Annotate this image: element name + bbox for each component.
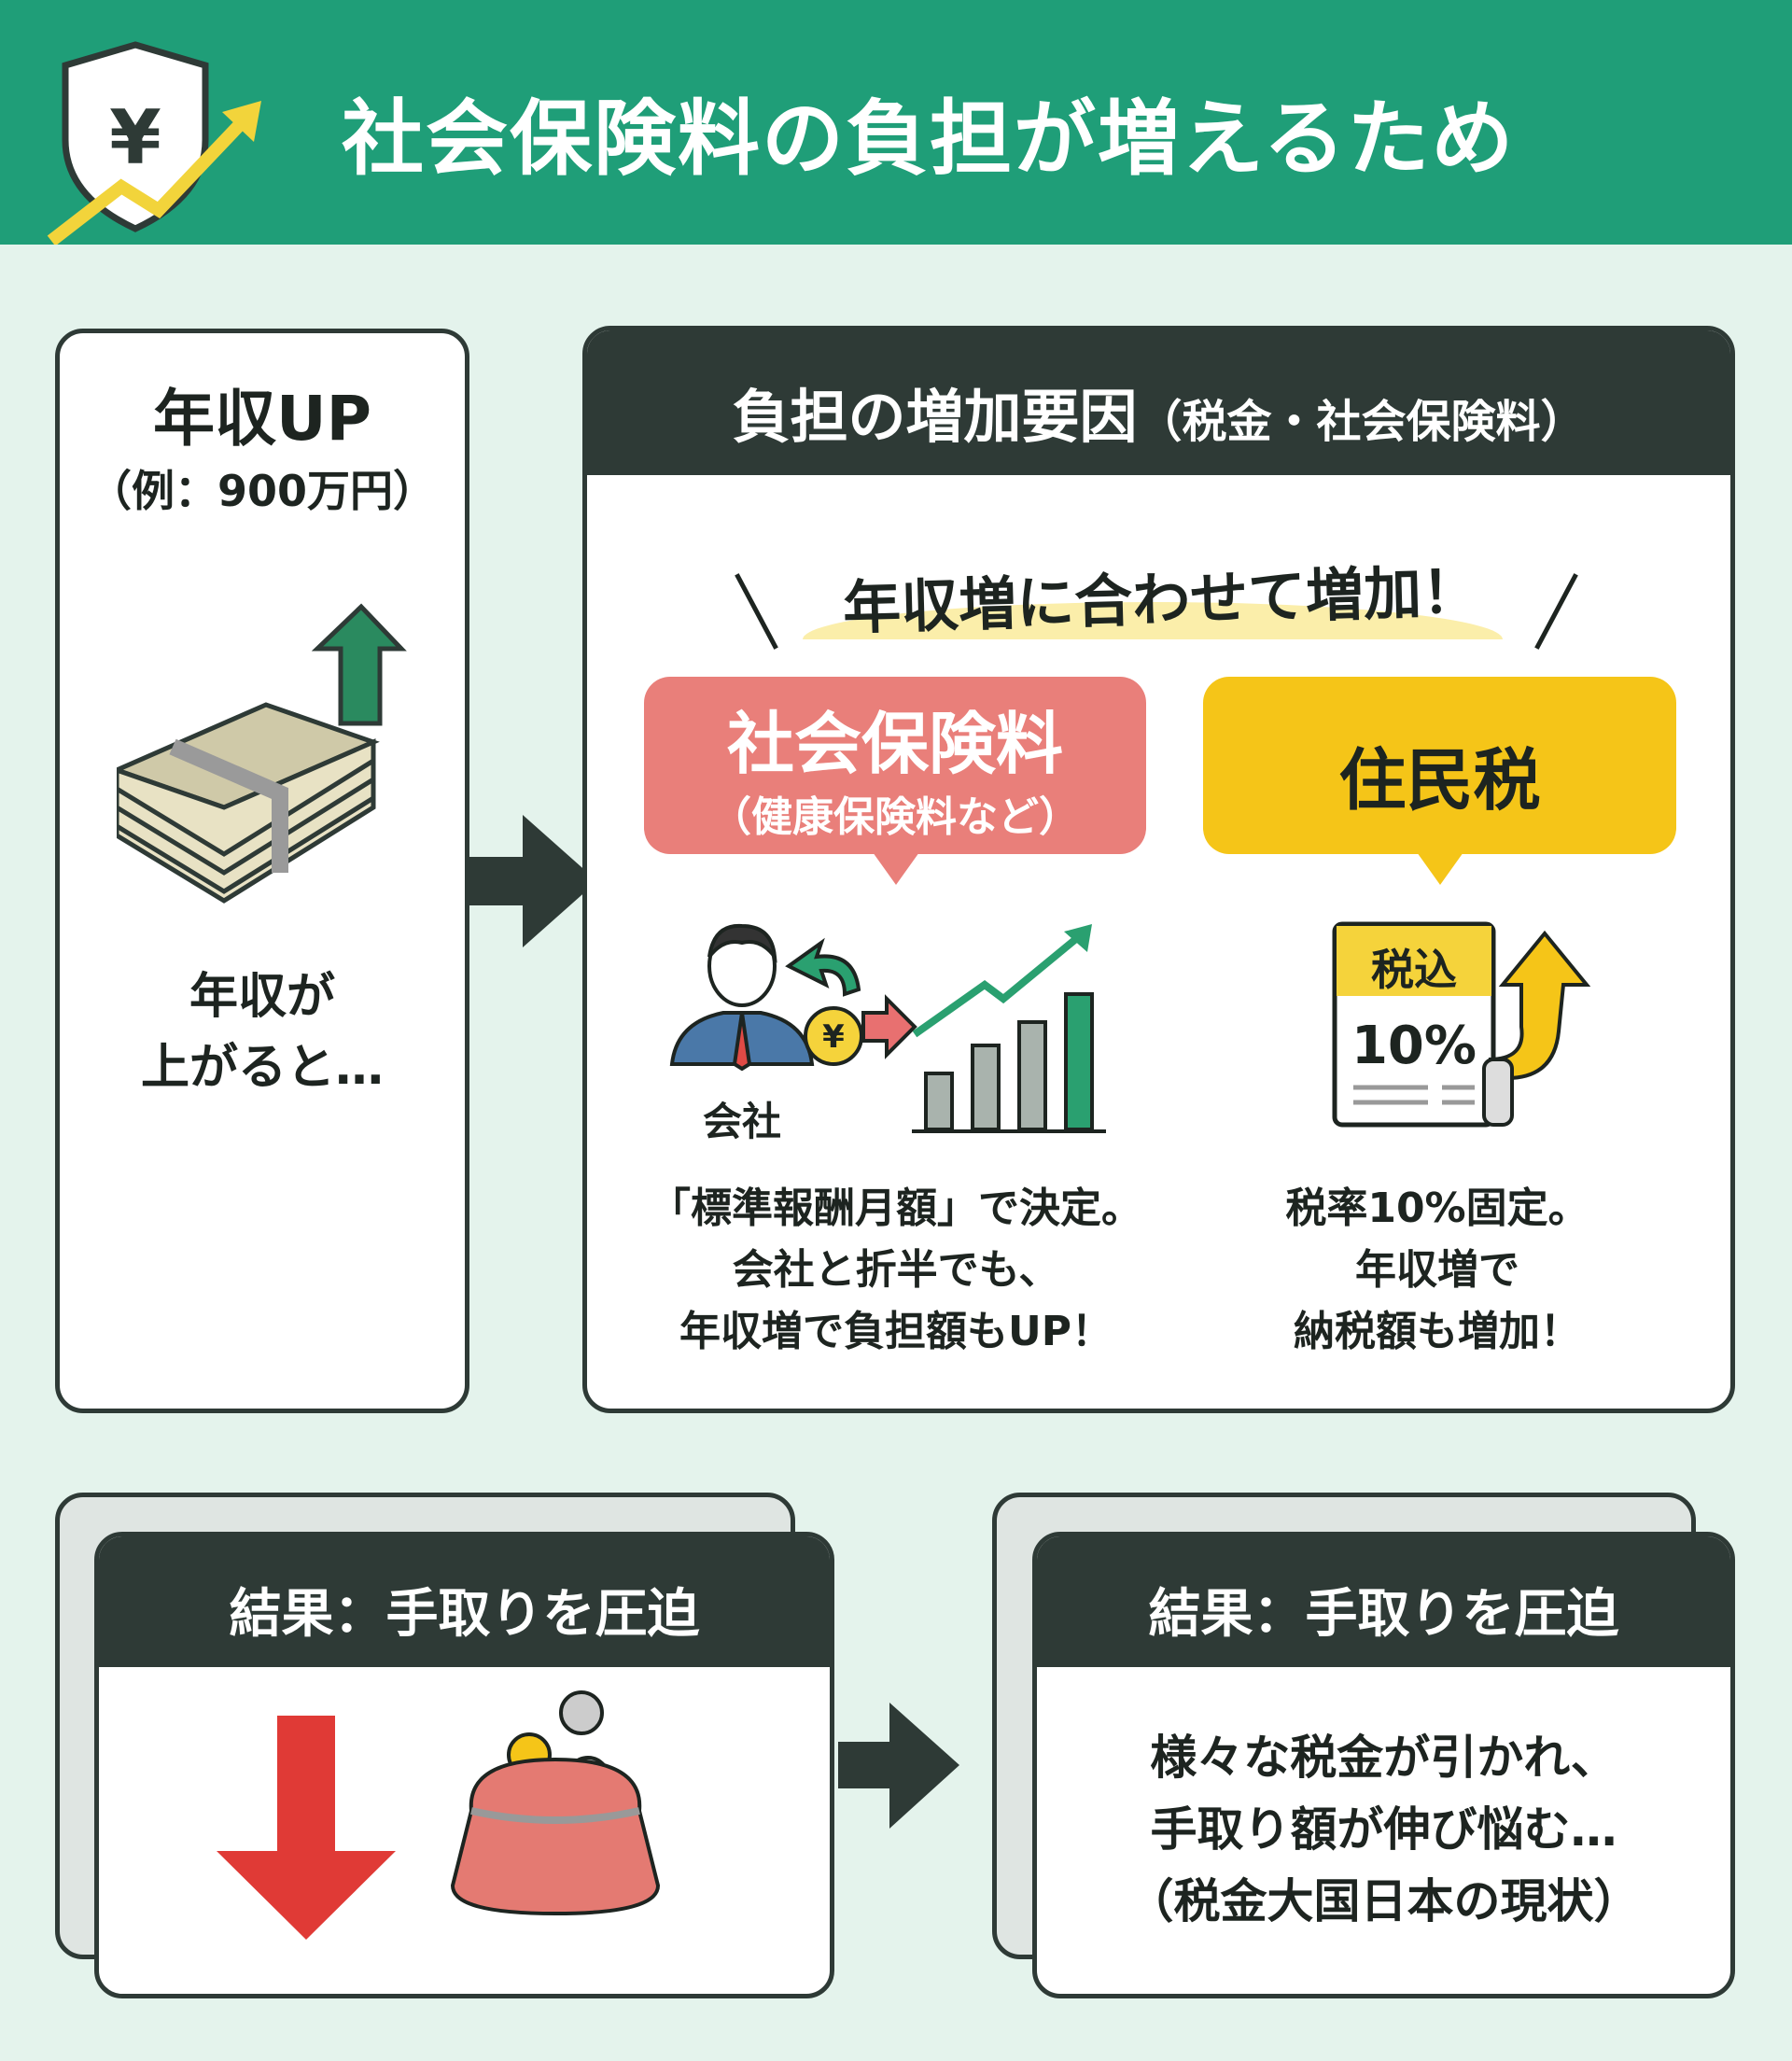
page-title: 社会保険料の負担が増えるため <box>342 91 1516 187</box>
factors-box: 負担の増加要因（税金・社会保険料） <box>582 326 1735 1413</box>
resident-line: 年収増で <box>1355 1246 1519 1294</box>
doc-header: 税込 <box>1371 945 1457 995</box>
resident-line: 税率10%固定。 <box>1285 1185 1589 1232</box>
company-share-chart-icon: ¥ <box>669 923 1106 1133</box>
social-insurance-bubble: 社会保険料 （健康保険料など） <box>644 677 1146 854</box>
tax-document-icon <box>1332 921 1591 1128</box>
resident-bubble-tail <box>1417 852 1463 885</box>
income-title: 年収UP <box>153 383 371 455</box>
income-caption: 年収が 上がると… <box>55 961 469 1103</box>
doc-rate: 10% <box>1351 1016 1477 1076</box>
money-stack-icon <box>117 603 407 904</box>
factors-header: 負担の増加要因（税金・社会保険料） <box>587 330 1730 475</box>
result-right-description: 様々な税金が引かれ、 手取り額が伸び悩む… （税金大国日本の現状） <box>1032 1722 1735 1938</box>
social-sub: （健康保険料など） <box>710 793 1080 841</box>
right-arrow-icon <box>467 815 597 947</box>
header-bar <box>0 0 1792 245</box>
down-arrow-icon <box>217 1716 396 1940</box>
factors-title-sub: （税金・社会保険料） <box>1137 396 1586 448</box>
social-line: 「標準報酬月額」で決定。 <box>650 1185 1142 1232</box>
factors-title: 負担の増加要因 <box>732 383 1138 451</box>
social-line: 年収増で負担額もUP！ <box>679 1308 1113 1355</box>
income-caption-line2: 上がると… <box>140 1040 384 1096</box>
resident-description: 税率10%固定。 年収増で 納税額も増加！ <box>1195 1178 1680 1363</box>
company-label: 会社 <box>702 1099 781 1144</box>
resident-label: 住民税 <box>1338 741 1541 820</box>
social-label: 社会保険料 <box>726 705 1063 783</box>
social-description: 「標準報酬月額」で決定。 会社と折半でも、 年収増で負担額もUP！ <box>597 1178 1195 1363</box>
social-line: 会社と折半でも、 <box>732 1246 1060 1294</box>
social-bubble-tail <box>873 852 919 885</box>
result-left-card: 結果：手取りを圧迫 <box>94 1532 834 1998</box>
result-right-title: 結果：手取りを圧迫 <box>1037 1536 1730 1667</box>
shield-yen-icon: ¥ <box>47 41 261 245</box>
income-caption-line1: 年収が <box>189 969 335 1025</box>
result-line: 手取り額が伸び悩む… <box>1150 1802 1617 1857</box>
right-arrow-icon-2 <box>838 1703 959 1829</box>
result-left-title: 結果：手取りを圧迫 <box>99 1536 830 1667</box>
resident-line: 納税額も増加！ <box>1294 1308 1581 1355</box>
result-right-card: 結果：手取りを圧迫 <box>1032 1532 1735 1998</box>
result-line: （税金大国日本の現状） <box>1127 1874 1641 1928</box>
purse-icon <box>450 1690 661 1916</box>
svg-text:¥: ¥ <box>822 1018 845 1056</box>
resident-tax-bubble: 住民税 <box>1203 677 1676 854</box>
svg-text:¥: ¥ <box>109 94 161 181</box>
income-example: （例：900万円） <box>88 466 437 516</box>
result-line: 様々な税金が引かれ、 <box>1150 1731 1617 1785</box>
